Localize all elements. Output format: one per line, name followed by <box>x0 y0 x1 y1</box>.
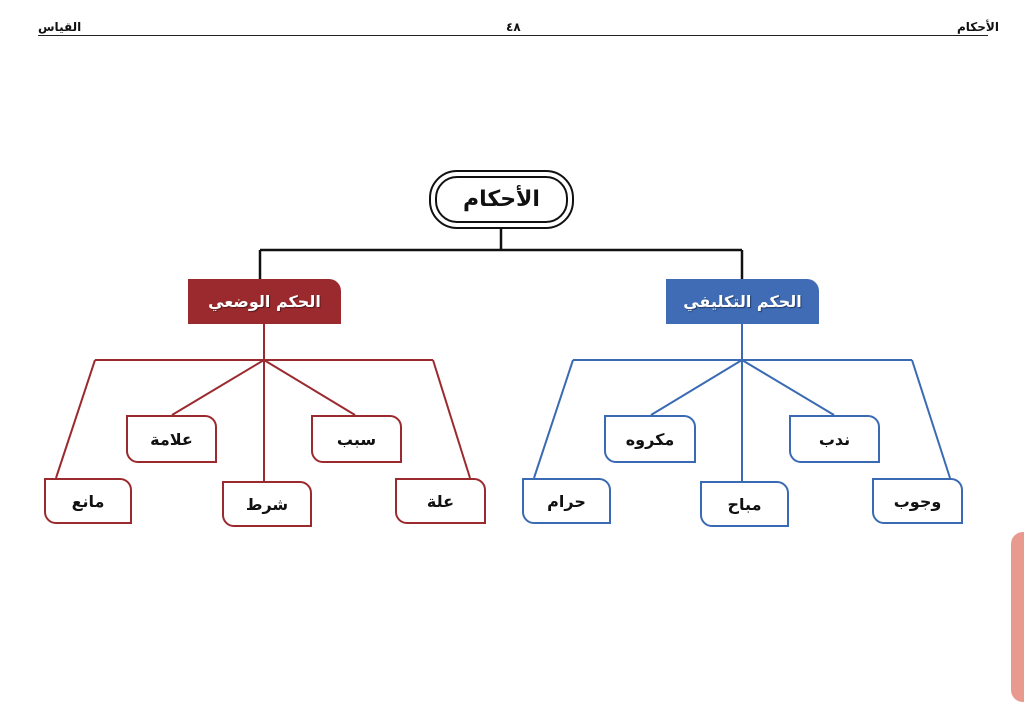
taklifi-line-haram <box>533 359 574 479</box>
leaf-makruh: مكروه <box>604 415 696 463</box>
root-label: الأحكام <box>435 176 568 223</box>
taklifi-connectors <box>533 323 951 482</box>
branch-taklifi: الحكم التكليفي <box>666 279 819 324</box>
root-connectors <box>258 229 744 280</box>
taklifi-line-makruh <box>650 359 743 416</box>
leaf-illa: علة <box>395 478 486 524</box>
side-thumb-tab <box>1011 532 1024 702</box>
branch-wadi: الحكم الوضعي <box>188 279 341 324</box>
wadi-line-alama <box>171 359 265 416</box>
header-section-title: القياس <box>38 20 82 34</box>
root-node: الأحكام <box>429 170 574 229</box>
leaf-haram: حرام <box>522 478 611 524</box>
wadi-line-sabab <box>263 359 356 416</box>
wadi-line-mani <box>55 359 96 479</box>
taklifi-line-wujub <box>911 359 951 479</box>
leaf-mubah: مباح <box>700 481 789 527</box>
header-page-number: ٤٨ <box>506 20 521 34</box>
leaf-sabab: سبب <box>311 415 402 463</box>
header-chapter-title: الأحكام <box>957 20 999 34</box>
leaf-mani: مانع <box>44 478 132 524</box>
leaf-alama: علامة <box>126 415 217 463</box>
header-rule <box>38 35 988 36</box>
leaf-nadb: ندب <box>789 415 880 463</box>
taklifi-line-nadb <box>741 359 835 416</box>
wadi-connectors <box>55 323 471 482</box>
wadi-line-illa <box>432 359 471 479</box>
leaf-shart: شرط <box>222 481 312 527</box>
leaf-wujub: وجوب <box>872 478 963 524</box>
